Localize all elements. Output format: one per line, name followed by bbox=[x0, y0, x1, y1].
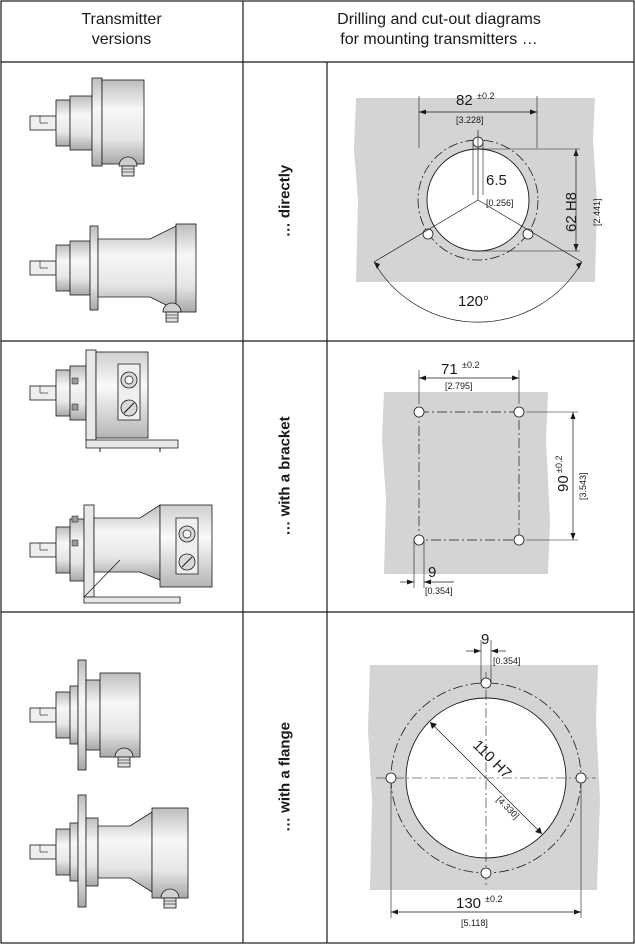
transmitter-bracket-long bbox=[29, 504, 213, 604]
dim-82-tol: ±0.2 bbox=[477, 91, 494, 101]
transmitter-flange-compact bbox=[29, 659, 141, 771]
diagram-directly: 82 ±0.2 [3.228] 6.5 [0.256] 62 H8 [2.441… bbox=[354, 91, 602, 323]
angle-120: 120° bbox=[458, 293, 489, 310]
dim-90-in: [3.543] bbox=[578, 472, 588, 500]
transmitter-directly-compact bbox=[29, 77, 145, 177]
dim-130: 130 bbox=[456, 895, 481, 912]
transmitter-directly-long bbox=[29, 223, 197, 323]
header-drilling-diagrams: Drilling and cut-out diagrams for mounti… bbox=[243, 10, 635, 50]
transmitter-flange-long bbox=[29, 794, 189, 909]
dim-82: 82 bbox=[456, 92, 473, 109]
header-col1-line1: Transmitter bbox=[81, 11, 162, 28]
dim-82-in: [3.228] bbox=[456, 115, 484, 125]
header-transmitter-versions: Transmitter versions bbox=[0, 10, 243, 50]
dim-9-flange-in: [0.354] bbox=[493, 656, 521, 666]
dim-9-flange: 9 bbox=[481, 631, 489, 648]
header-col2-line2: for mounting transmitters … bbox=[340, 31, 538, 48]
dim-9-bracket-in: [0.354] bbox=[425, 586, 453, 596]
dim-6-5-in: [0.256] bbox=[486, 198, 514, 208]
dim-62h8-in: [2.441] bbox=[592, 198, 602, 226]
diagram-bracket: 71 ±0.2 [2.795] 90 ±0.2 [3.543] 9 [0.354… bbox=[382, 360, 588, 596]
dim-71-tol: ±0.2 bbox=[462, 360, 479, 370]
transmitter-bracket-compact bbox=[29, 349, 179, 452]
dim-130-in: [5.118] bbox=[461, 918, 488, 928]
dim-130-tol: ±0.2 bbox=[485, 894, 502, 904]
diagram-flange: 9 [0.354] 110 H7 [4.330] 130 ±0.2 [5.118… bbox=[368, 631, 600, 928]
dim-9-bracket: 9 bbox=[428, 564, 436, 581]
header-col1-line2: versions bbox=[91, 31, 152, 48]
dim-6-5: 6.5 bbox=[486, 172, 507, 189]
dim-90-tol: ±0.2 bbox=[554, 456, 564, 473]
dim-90: 90 bbox=[555, 475, 572, 492]
dim-71: 71 bbox=[441, 361, 458, 378]
header-col2-line1: Drilling and cut-out diagrams bbox=[337, 11, 541, 28]
transmitter-drawings bbox=[29, 77, 213, 909]
dim-71-in: [2.795] bbox=[445, 381, 473, 391]
dim-62h8: 62 H8 bbox=[563, 192, 580, 232]
